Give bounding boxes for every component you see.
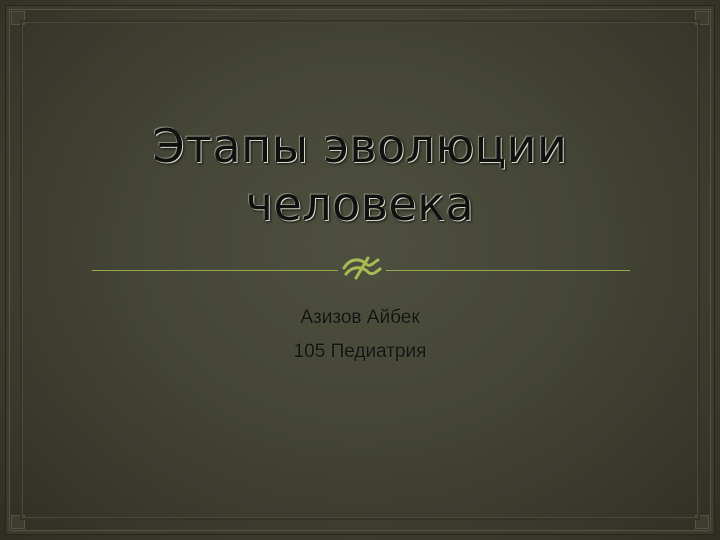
flourish-icon [342, 256, 382, 280]
divider-line-right [386, 270, 630, 271]
author-name: Азизов Айбек [300, 307, 420, 328]
divider-line-left [92, 270, 338, 271]
slide-title: Этапы эволюции человека [152, 119, 568, 231]
group-label: 105 Педиатрия [293, 341, 427, 362]
inner-frame [20, 20, 700, 520]
